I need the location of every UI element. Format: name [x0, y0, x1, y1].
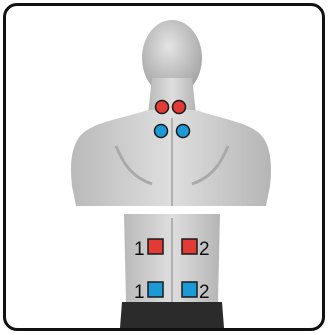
neck-lower-right-electrode	[177, 125, 190, 138]
neck-lower-left-electrode	[155, 125, 168, 138]
electrode-label-red-2: 2	[199, 239, 210, 260]
lumbar-lower-right-electrode	[182, 282, 197, 297]
placement-diagram: 1 2 1 2	[6, 6, 322, 328]
lower-back-figure	[120, 214, 224, 328]
neck-upper-right-electrode	[173, 101, 186, 114]
lumbar-upper-left-electrode	[148, 239, 163, 254]
lumbar-upper-right-electrode	[182, 239, 197, 254]
electrode-placement-card: 1 2 1 2	[3, 3, 325, 331]
electrode-label-blue-2: 2	[199, 282, 210, 303]
back-torso-figure	[71, 20, 271, 206]
neck-upper-left-electrode	[156, 101, 169, 114]
electrode-label-red-1: 1	[134, 239, 145, 260]
lumbar-lower-left-electrode	[148, 282, 163, 297]
electrode-label-blue-1: 1	[134, 282, 145, 303]
